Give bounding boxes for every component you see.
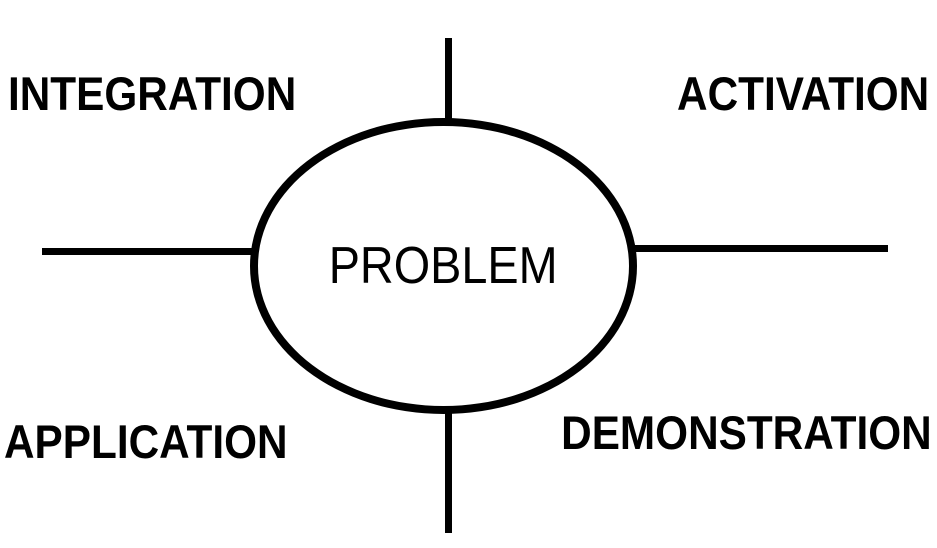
spoke-right-line xyxy=(633,245,888,252)
label-demonstration: DEMONSTRATION xyxy=(561,406,932,459)
problem-ellipse: PROBLEM xyxy=(250,118,637,414)
label-activation: ACTIVATION xyxy=(676,67,929,120)
center-label: PROBLEM xyxy=(329,237,558,295)
spoke-top-line xyxy=(445,38,452,123)
label-integration: INTEGRATION xyxy=(8,67,297,120)
label-application: APPLICATION xyxy=(4,415,288,468)
spoke-bottom-line xyxy=(445,408,452,533)
spoke-left-line xyxy=(42,248,254,255)
